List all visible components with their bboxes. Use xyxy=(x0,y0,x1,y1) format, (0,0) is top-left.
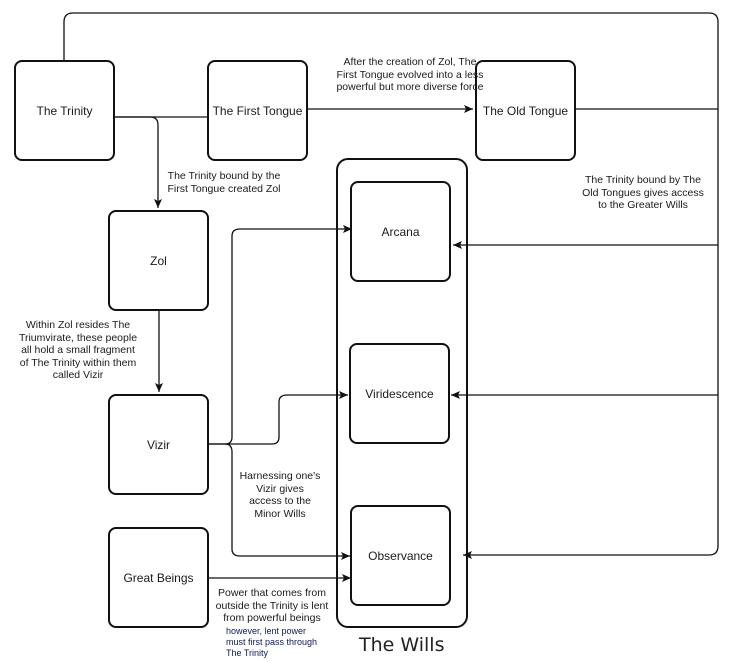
label-line: Vizir gives xyxy=(256,482,304,495)
label-line: must first pass through xyxy=(226,637,318,647)
label-line: First Tongue created Zol xyxy=(167,182,281,195)
label-line: Minor Wills xyxy=(254,507,306,520)
label-harnessing-vizir: Harnessing one's Vizir gives access to t… xyxy=(234,470,326,520)
label-line: to the Greater Wills xyxy=(598,199,688,211)
label-line: all hold a small fragment xyxy=(21,344,135,356)
label-zol-creation-evolution: After the creation of Zol, The First Ton… xyxy=(317,56,503,94)
label-line: called Vizir xyxy=(52,369,104,381)
label-power-outside: Power that comes from outside the Trinit… xyxy=(210,587,334,625)
label-line: however, lent power xyxy=(226,626,307,636)
label-trinity-bound-first: The Trinity bound by the First Tongue cr… xyxy=(160,170,288,195)
label-line: The Trinity xyxy=(226,648,269,658)
label-line: The Trinity bound by the xyxy=(167,170,281,182)
node-label: Viridescence xyxy=(365,386,434,401)
label-line: of The Trinity within them xyxy=(19,356,137,369)
label-line: access to the xyxy=(249,495,311,507)
label-line: Harnessing one's xyxy=(239,470,321,482)
label-line: from powerful beings xyxy=(223,612,321,624)
label-line: Power that comes from xyxy=(218,587,326,599)
node-label: The Old Tongue xyxy=(482,103,569,118)
node-zol[interactable]: Zol xyxy=(108,210,209,311)
node-label: Observance xyxy=(368,548,433,563)
node-arcana[interactable]: Arcana xyxy=(350,181,451,282)
label-line: Old Tongues gives access xyxy=(582,186,704,199)
edge-trinity-loop xyxy=(63,12,719,559)
node-label: Great Beings xyxy=(123,570,194,585)
node-label: The First Tongue xyxy=(212,103,303,118)
node-great-beings[interactable]: Great Beings xyxy=(108,527,209,628)
label-line: First Tongue evolved into a less xyxy=(336,68,484,81)
label-line: outside the Trinity is lent xyxy=(215,599,329,612)
label-line: Within Zol resides The xyxy=(25,319,131,331)
node-the-trinity[interactable]: The Trinity xyxy=(14,60,115,161)
label-within-zol: Within Zol resides The Triumvirate, thes… xyxy=(8,319,148,382)
label-line: The Trinity bound by The xyxy=(585,174,701,186)
label-line: After the creation of Zol, The xyxy=(343,56,477,68)
node-vizir[interactable]: Vizir xyxy=(108,394,209,495)
node-first-tongue[interactable]: The First Tongue xyxy=(207,60,308,161)
node-observance[interactable]: Observance xyxy=(350,505,451,606)
node-label: Zol xyxy=(150,253,167,268)
node-label: Arcana xyxy=(381,224,420,239)
node-viridescence[interactable]: Viridescence xyxy=(349,343,450,444)
label-line: powerful but more diverse force xyxy=(336,81,484,93)
edge-vizir-observance xyxy=(224,443,350,560)
node-label: Vizir xyxy=(146,437,171,452)
label-trinity-bound-old: The Trinity bound by The Old Tongues giv… xyxy=(575,174,711,212)
edge-vizir-arcana xyxy=(209,225,352,445)
label-lent-power-note: however, lent power must first pass thro… xyxy=(226,626,336,659)
label-line: Triumvirate, these people xyxy=(18,331,138,344)
node-old-tongue[interactable]: The Old Tongue xyxy=(475,60,576,161)
edge-vizir-viridescence xyxy=(209,391,348,445)
wills-title: The Wills xyxy=(359,634,445,656)
node-label: The Trinity xyxy=(36,103,93,118)
wills-container[interactable] xyxy=(336,158,468,628)
edge-trinity-zol xyxy=(115,116,162,208)
